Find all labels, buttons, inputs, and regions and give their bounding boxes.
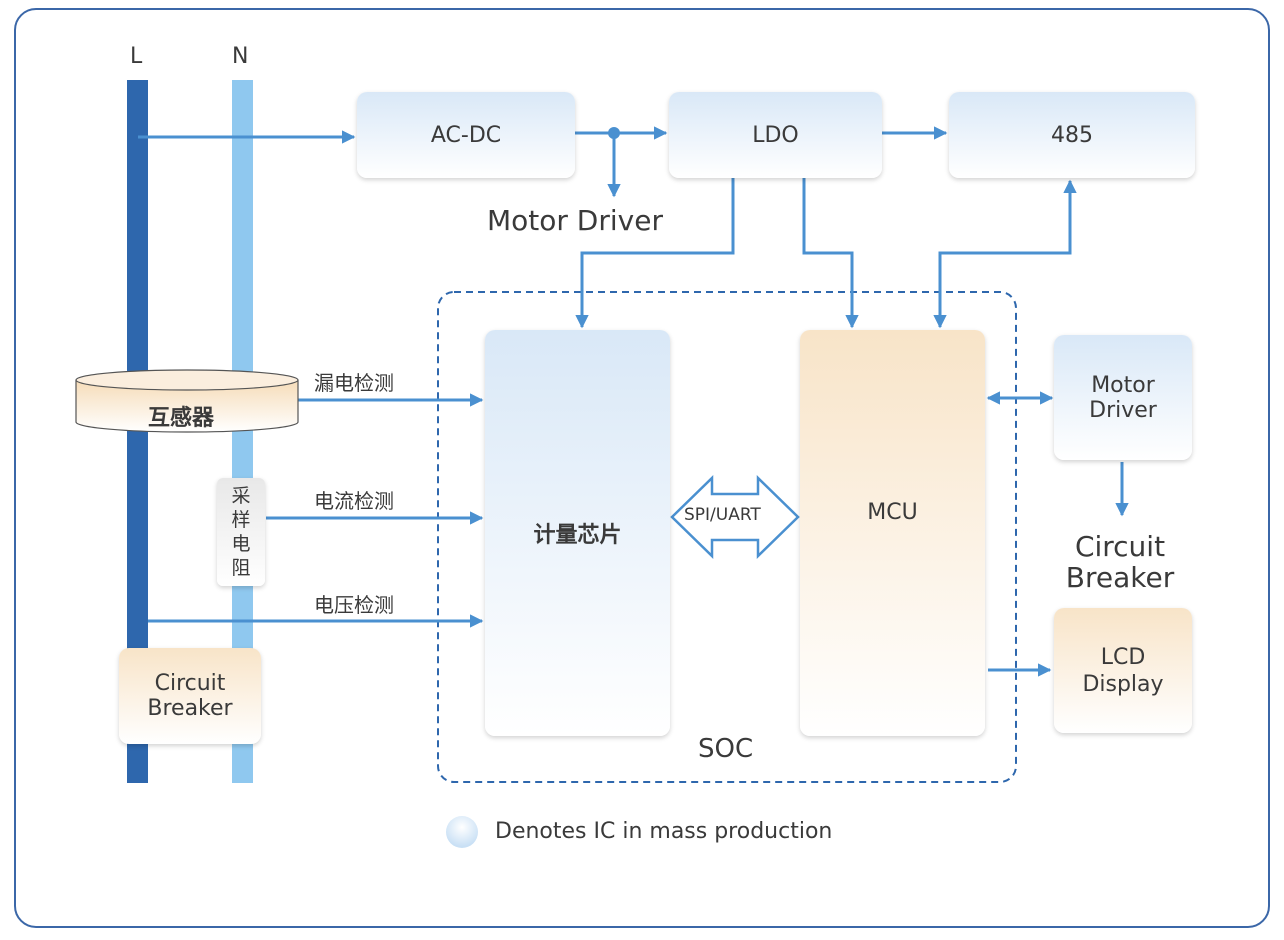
mcu-block: MCU	[800, 330, 985, 736]
breaker-right-label: Circuit Breaker	[1065, 530, 1175, 594]
junction-dot	[608, 127, 620, 139]
lcd-display-block: LCD Display	[1054, 608, 1192, 733]
line-L-label: L	[130, 44, 143, 69]
ldo-block: LDO	[669, 92, 882, 178]
arrow-mcu-485-bidirectional	[933, 179, 1077, 329]
metering-chip-block: 计量芯片	[485, 330, 670, 736]
breaker-left-block: Circuit Breaker	[119, 648, 261, 744]
soc-label: SOC	[698, 734, 754, 764]
rs485-block: 485	[949, 92, 1195, 178]
arrow-ldo-to-mcu	[802, 178, 859, 329]
current-detect-label: 电流检测	[314, 489, 394, 513]
spi-uart-label: SPI/UART	[684, 505, 761, 525]
motor-driver-block: Motor Driver	[1054, 335, 1192, 460]
acdc-block: AC-DC	[357, 92, 575, 178]
legend-swatch	[446, 816, 478, 848]
leakage-detect-label: 漏电检测	[314, 371, 394, 395]
transformer-cylinder	[75, 369, 299, 433]
transformer-label: 互感器	[148, 406, 215, 431]
sampling-resistor: 采 样 电 阻	[217, 478, 265, 586]
voltage-detect-label: 电压检测	[314, 593, 394, 617]
soc-boundary	[437, 291, 1017, 783]
diagram-frame	[14, 8, 1270, 928]
line-N-bar	[232, 80, 253, 783]
legend-text: Denotes IC in mass production	[495, 819, 833, 844]
spi-uart-double-arrow	[670, 475, 800, 559]
line-N-label: N	[232, 44, 249, 69]
arrow-ldo-to-metering	[575, 178, 735, 329]
motor-driver-top-label: Motor Driver	[487, 204, 663, 237]
